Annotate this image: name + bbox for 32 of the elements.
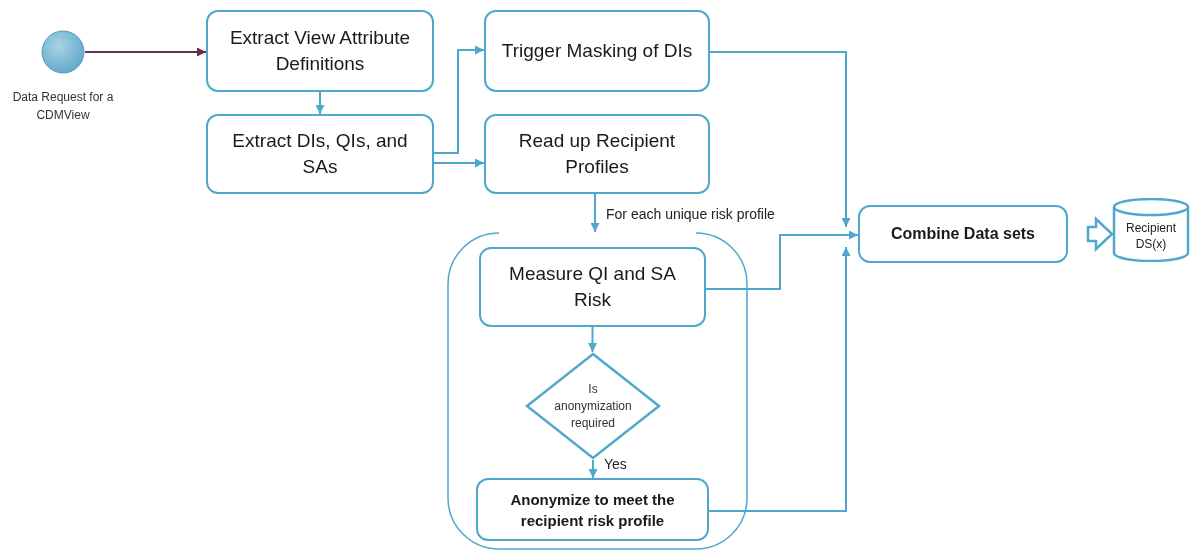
process-box	[206, 114, 434, 194]
node-caption: Data Request for a CDMView	[11, 89, 115, 124]
node-text: Trigger Masking of DIs	[500, 39, 694, 63]
process-box	[479, 247, 706, 327]
loop-band	[447, 232, 748, 550]
start-circle	[41, 30, 85, 74]
process-box	[484, 114, 710, 194]
arrow	[588, 459, 598, 479]
node-text: Extract View Attribute Definitions	[228, 26, 412, 76]
process-box	[206, 10, 434, 92]
block-arrow	[1086, 216, 1114, 252]
arrow	[705, 230, 859, 290]
node-text: Combine Data sets	[889, 224, 1036, 244]
arrow	[588, 326, 597, 353]
decision-diamond	[525, 352, 661, 460]
process-box	[476, 478, 709, 541]
process-box	[858, 205, 1068, 263]
arrow	[590, 193, 600, 233]
node-text: Extract DIs, QIs, and SAs	[231, 129, 409, 179]
database-cylinder	[1112, 198, 1190, 262]
arrow	[433, 45, 485, 154]
node-text: Measure QI and SA Risk	[508, 262, 677, 312]
arrow	[708, 246, 851, 512]
node-text: Recipient DS(x)	[1125, 220, 1177, 252]
node-text: Anonymize to meet the recipient risk profile	[509, 489, 676, 531]
node-text: Read up Recipient Profiles	[517, 129, 677, 179]
arrow	[84, 47, 207, 57]
process-box	[484, 10, 710, 92]
arrow	[433, 158, 485, 168]
arrow	[315, 91, 325, 115]
node-text: Is anonymization required	[553, 380, 633, 432]
arrow	[709, 51, 851, 228]
